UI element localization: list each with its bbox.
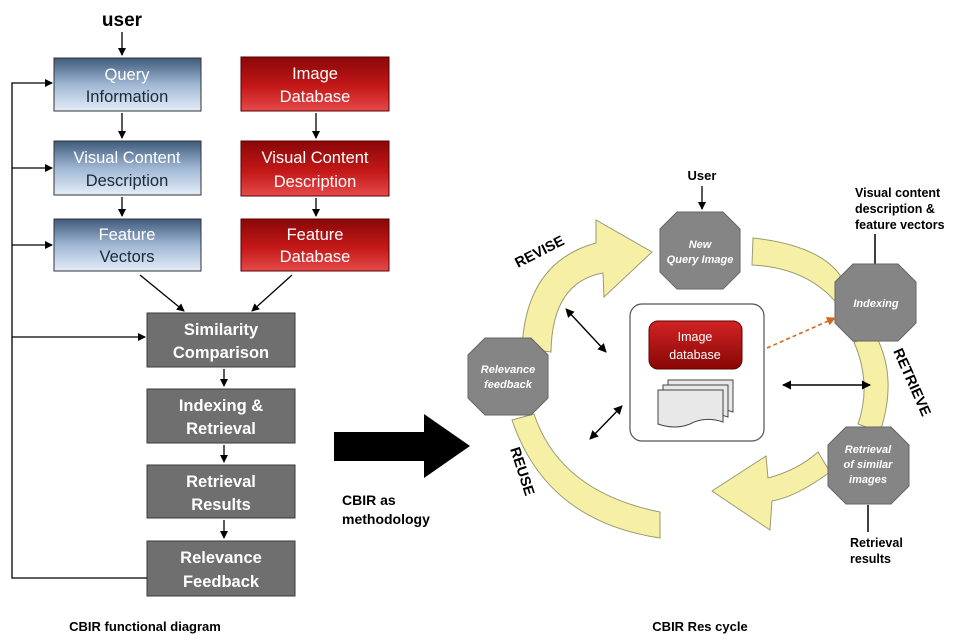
svg-text:Relevance: Relevance <box>481 364 535 376</box>
svg-text:Database: Database <box>280 88 351 106</box>
reuse-arrow <box>711 451 831 531</box>
revise-arrow <box>521 219 653 353</box>
relevance-feedback-box: Relevance Feedback <box>146 540 296 597</box>
svg-text:Description: Description <box>274 173 357 191</box>
svg-text:Feature: Feature <box>287 226 344 244</box>
svg-text:Feature: Feature <box>99 226 156 244</box>
indexing-retrieval-box: Indexing & Retrieval <box>146 388 296 444</box>
feedback-loop-line <box>11 79 147 579</box>
svg-text:feedback: feedback <box>484 379 533 391</box>
svg-text:feature vectors: feature vectors <box>855 218 945 232</box>
relevance-feedback-octagon: Relevance feedback <box>467 337 549 416</box>
svg-text:Indexing: Indexing <box>853 298 899 310</box>
db-indexing-dashed-arrow <box>766 317 836 349</box>
feature-vectors-box: Feature Vectors <box>53 218 202 272</box>
reuse-arrow-left <box>511 413 661 539</box>
svg-text:Information: Information <box>86 88 169 106</box>
svg-text:Query: Query <box>105 66 151 84</box>
svg-text:of similar: of similar <box>844 459 894 471</box>
res-cycle-caption: CBIR Res cycle <box>652 619 747 634</box>
indexing-octagon: Indexing <box>834 263 917 342</box>
methodology-arrow: CBIR as methodology <box>334 414 470 527</box>
documents-stack-icon <box>657 379 734 428</box>
retrieval-similar-images-octagon: Retrieval of similar images <box>827 426 910 505</box>
merge-arrow-left <box>139 274 185 312</box>
merge-arrow-right <box>251 274 293 312</box>
svg-text:Description: Description <box>86 172 169 190</box>
image-database-panel: Image database <box>629 303 765 442</box>
svg-text:Retrieval: Retrieval <box>186 473 256 491</box>
svg-text:Visual Content: Visual Content <box>73 149 180 167</box>
svg-text:Image: Image <box>678 330 713 344</box>
svg-text:Indexing &: Indexing & <box>179 397 263 415</box>
feature-database-box: Feature Database <box>240 218 390 272</box>
svg-text:New: New <box>689 239 713 251</box>
relevance-db-arrow-upper <box>565 308 607 353</box>
retrieve-arrow <box>751 237 843 312</box>
visual-content-description-box-query: Visual Content Description <box>53 140 202 196</box>
svg-text:Results: Results <box>191 496 251 514</box>
user-label: user <box>102 10 143 31</box>
svg-text:Query Image: Query Image <box>667 254 734 266</box>
functional-diagram: user Query Information Visual Content De… <box>11 10 390 634</box>
svg-text:Retrieval: Retrieval <box>845 444 892 456</box>
svg-text:Database: Database <box>280 248 351 266</box>
image-database-box: Image Database <box>240 56 390 112</box>
visual-content-description-box-database: Visual Content Description <box>240 140 390 197</box>
svg-text:Comparison: Comparison <box>173 344 269 362</box>
svg-text:images: images <box>849 474 887 486</box>
relevance-db-arrow-lower <box>589 405 623 440</box>
svg-text:Feedback: Feedback <box>183 573 260 591</box>
svg-text:database: database <box>669 348 720 362</box>
svg-text:Image: Image <box>292 65 338 83</box>
retrieve-arrow-lower <box>853 335 889 433</box>
svg-text:Vectors: Vectors <box>99 248 154 266</box>
cycle-user-label: User <box>688 168 717 183</box>
retrieval-results-label: Retrieval <box>850 536 903 550</box>
svg-text:methodology: methodology <box>342 511 430 527</box>
svg-text:description &: description & <box>855 202 935 216</box>
svg-text:CBIR as: CBIR as <box>342 492 396 508</box>
similarity-comparison-box: Similarity Comparison <box>146 312 296 368</box>
svg-text:Retrieval: Retrieval <box>186 420 256 438</box>
retrieval-results-box: Retrieval Results <box>146 464 296 519</box>
retrieve-label: RETRIEVE <box>889 346 933 419</box>
svg-text:Visual Content: Visual Content <box>261 149 368 167</box>
svg-text:results: results <box>850 552 891 566</box>
res-cycle: REVISE RETRIEVE REUSE User Visual conten… <box>467 168 945 634</box>
query-information-box: Query Information <box>53 57 202 112</box>
svg-text:Similarity: Similarity <box>184 321 259 339</box>
new-query-image-octagon: New Query Image <box>659 211 741 290</box>
svg-text:Relevance: Relevance <box>180 549 262 567</box>
functional-diagram-caption: CBIR functional diagram <box>69 619 221 634</box>
image-database-block <box>648 320 743 370</box>
visual-content-label: Visual content <box>855 186 941 200</box>
